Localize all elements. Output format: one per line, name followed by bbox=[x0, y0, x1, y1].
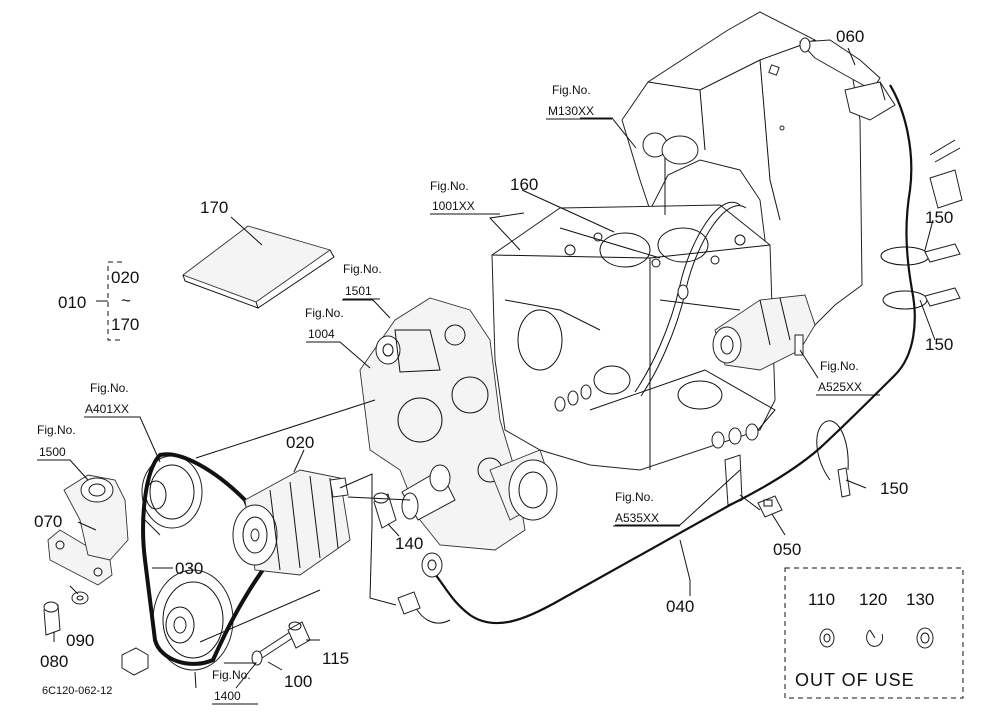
nut-130-drawing bbox=[916, 627, 934, 649]
part-label-030: 030 bbox=[175, 559, 203, 578]
lock-washer-120-drawing bbox=[866, 629, 884, 647]
fig-ref-1501: 1501 bbox=[345, 284, 372, 298]
fig-ref-m130xx: M130XX bbox=[548, 104, 594, 118]
fig-ref-1500: 1500 bbox=[39, 445, 66, 459]
bolt-100-drawing bbox=[251, 631, 295, 666]
fig-ref-a535xx: A535XX bbox=[615, 511, 659, 525]
manual-170-drawing bbox=[182, 225, 335, 309]
range-bracket bbox=[107, 261, 122, 341]
engine-cover-drawing bbox=[621, 11, 863, 356]
part-label-130: 130 bbox=[906, 590, 934, 609]
fig-ref-a525xx: A525XX bbox=[818, 380, 862, 394]
part-label-115: 115 bbox=[322, 649, 349, 668]
collar-115-drawing bbox=[287, 621, 311, 649]
part-label-100: 100 bbox=[284, 672, 312, 691]
fan-belt-030 bbox=[141, 452, 273, 666]
part-label-070: 070 bbox=[34, 512, 62, 531]
oil-filter-drawing bbox=[489, 449, 558, 521]
part-label-150-middle: 150 bbox=[925, 335, 953, 354]
out-of-use-label: OUT OF USE bbox=[795, 670, 915, 690]
part-label-170: 170 bbox=[200, 198, 228, 217]
fig-prefix-1004: Fig.No. bbox=[305, 306, 344, 320]
part-label-020: 020 bbox=[286, 433, 314, 452]
fig-ref-1001xx: 1001XX bbox=[432, 199, 475, 213]
bolt-080-drawing bbox=[43, 601, 61, 636]
projection-lines bbox=[195, 369, 776, 643]
fig-prefix-a535: Fig.No. bbox=[615, 490, 654, 504]
fig-prefix-a525: Fig.No. bbox=[820, 359, 859, 373]
part-label-050: 050 bbox=[773, 540, 801, 559]
fig-ref-a401xx: A401XX bbox=[85, 402, 129, 416]
fig-prefix-m130: Fig.No. bbox=[552, 83, 591, 97]
fig-ref-1004: 1004 bbox=[308, 327, 335, 341]
fig-ref-1400: 1400 bbox=[214, 689, 241, 703]
relay-drawing bbox=[929, 139, 963, 209]
fig-prefix-1400: Fig.No. bbox=[212, 668, 251, 682]
part-label-140: 140 bbox=[395, 534, 423, 553]
washer-090-drawing bbox=[71, 591, 89, 605]
spacer-140-drawing bbox=[373, 492, 397, 529]
starter-drawing bbox=[712, 294, 816, 371]
range-tilde: ~ bbox=[121, 291, 131, 310]
part-label-060: 060 bbox=[836, 27, 864, 46]
nut-drawing bbox=[121, 647, 149, 676]
wire-branch-050 bbox=[739, 494, 761, 511]
fig-prefix-1501: Fig.No. bbox=[343, 262, 382, 276]
bracket-070-drawing bbox=[47, 529, 113, 586]
block-washers bbox=[554, 384, 592, 412]
cable-tie-150-middle bbox=[882, 287, 961, 310]
fig-prefix-a401: Fig.No. bbox=[90, 381, 129, 395]
part-label-040: 040 bbox=[666, 597, 694, 616]
range-bottom-170: 170 bbox=[111, 315, 139, 334]
thermostat-housing-drawing bbox=[63, 474, 129, 561]
part-label-160: 160 bbox=[510, 175, 538, 194]
fig-ref-underlines bbox=[37, 118, 880, 705]
range-top-020: 020 bbox=[111, 268, 139, 287]
connector-050-drawing bbox=[757, 495, 783, 518]
part-label-150-bottom: 150 bbox=[880, 479, 908, 498]
sensor-connector-drawing bbox=[421, 552, 443, 578]
part-label-010: 010 bbox=[58, 293, 86, 312]
part-label-110: 110 bbox=[808, 590, 835, 609]
out-of-use-box bbox=[784, 567, 964, 699]
fig-prefix-1500: Fig.No. bbox=[37, 423, 76, 437]
fig-prefix-1001: Fig.No. bbox=[430, 179, 469, 193]
terminal-area-drawing bbox=[711, 423, 759, 506]
sensor-060-drawing bbox=[798, 37, 896, 121]
wire-160-clip bbox=[677, 284, 689, 300]
wiring-harness-040 bbox=[429, 84, 916, 625]
drawing-code: 6C120-062-12 bbox=[42, 685, 112, 697]
part-label-120: 120 bbox=[859, 590, 887, 609]
plug-connector-drawing bbox=[397, 591, 421, 615]
alternator-020-drawing bbox=[232, 469, 351, 576]
washer-110-drawing bbox=[819, 628, 835, 648]
wire-160 bbox=[634, 202, 741, 393]
cable-tie-150-top bbox=[880, 243, 961, 266]
cable-tie-150-bottom bbox=[816, 420, 851, 498]
part-label-090: 090 bbox=[66, 631, 94, 650]
part-label-150-top: 150 bbox=[925, 208, 953, 227]
part-label-080: 080 bbox=[40, 652, 68, 671]
